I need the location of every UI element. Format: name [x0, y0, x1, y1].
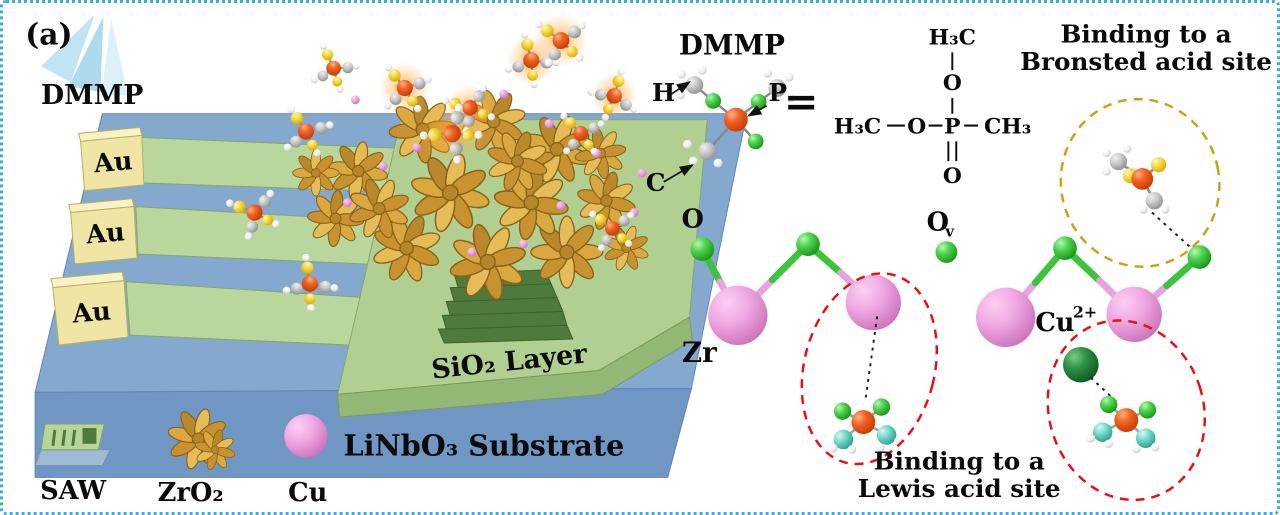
au-label-3: Au [70, 296, 112, 329]
legend-cu-label: Cu [288, 478, 327, 508]
bronsted-bound-molecule [1100, 142, 1171, 216]
equals-sign: = [784, 77, 819, 126]
au-label-2: Au [84, 217, 126, 250]
panel-label: (a) [25, 17, 72, 52]
lewis-bound-molecule-right [1083, 392, 1168, 458]
dmmp-molecules-scattered [224, 13, 641, 320]
formula-left-ch3: H₃C [834, 114, 881, 139]
dmmp-gas-beam [41, 14, 129, 96]
lewis-caption-line2: Lewis acid site [858, 474, 1061, 503]
dmmp-structural-formula: H₃C O H₃C O P CH₃ O [834, 26, 1032, 189]
atom-label-c: C [646, 168, 666, 197]
oxygen-vacancy-sphere [935, 241, 958, 263]
zr-o-chain-left [690, 232, 901, 345]
bronsted-site-ellipse [1059, 97, 1221, 268]
substrate-label: LiNbO₃ Substrate [343, 429, 624, 463]
formula-top-o: O [943, 71, 962, 96]
cu2-label-base: Cu [1035, 308, 1074, 338]
atom-label-o: O [682, 204, 704, 234]
bronsted-caption-line2: Bronsted acid site [1020, 47, 1272, 76]
au-label-1: Au [92, 146, 134, 179]
lewis-caption-line1: Binding to a [874, 447, 1045, 476]
cu2-label-sup: 2+ [1073, 302, 1097, 321]
legend-saw-icon [34, 423, 112, 467]
ov-label-base: O [927, 207, 949, 237]
cu-nanoparticles [343, 89, 647, 257]
formula-bottom-o: O [943, 164, 962, 189]
bronsted-caption-line1: Binding to a [1060, 20, 1231, 49]
formula-right-ch3: CH₃ [984, 114, 1031, 139]
atom-label-h: H [652, 78, 675, 107]
lewis-site-ellipse-right [1046, 319, 1207, 502]
dmmp-molecule [301, 40, 363, 101]
zr-o-chain-right [976, 236, 1212, 347]
lewis-site-ellipse-left [800, 272, 939, 466]
legend-saw-label: SAW [40, 476, 107, 506]
formula-p: P [944, 114, 960, 139]
figure-canvas: (a) DMMP Au Au Au SiO₂ Layer LiNbO₃ Subs… [25, 13, 1272, 508]
dmmp-beam-label: DMMP [41, 80, 143, 111]
cu2-sphere [1063, 346, 1099, 383]
binding-links [864, 211, 1194, 405]
formula-mid-o: O [907, 114, 926, 139]
dmmp-model [663, 65, 795, 183]
formula-top-ch3: H₃C [929, 26, 976, 51]
legend-cu-sphere [284, 414, 328, 458]
au-electrode-pads [50, 126, 145, 346]
ov-label-sub: v [944, 223, 954, 240]
atom-label-zr: Zr [682, 336, 717, 369]
legend-zro2-label: ZrO₂ [158, 478, 224, 508]
scheme-title: DMMP [679, 28, 785, 61]
atom-label-p: P [768, 78, 787, 107]
